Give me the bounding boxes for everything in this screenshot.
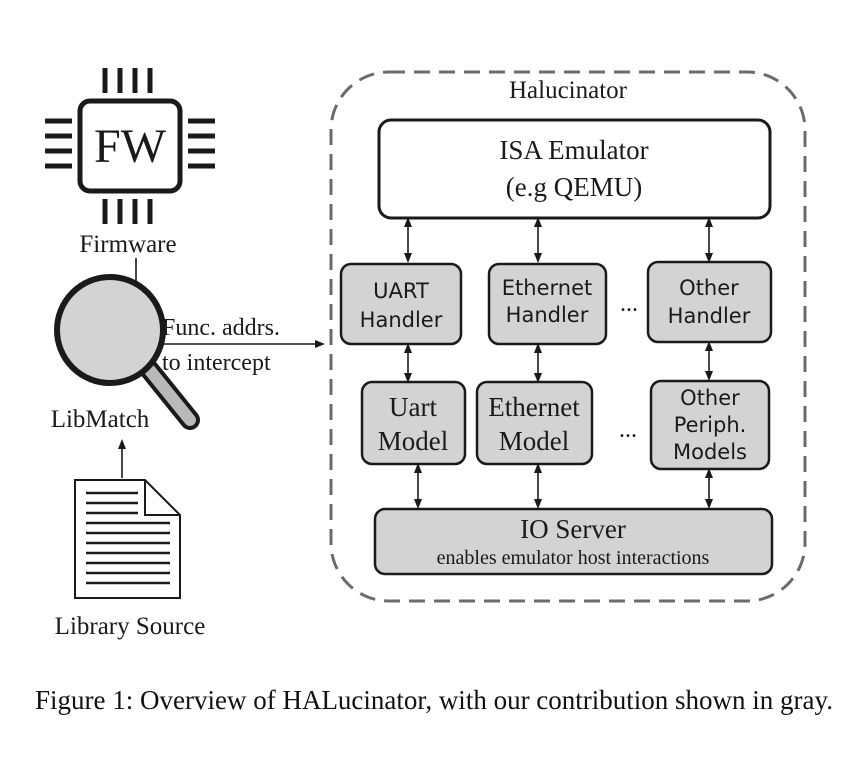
- other-handler-box: Other Handler: [646, 260, 773, 344]
- halucinator-title: Halucinator: [509, 77, 628, 104]
- ethernet-handler-line1: Ethernet: [502, 276, 592, 300]
- ethernet-handler-box: Ethernet Handler: [487, 262, 608, 346]
- firmware-chip-icon: FW: [45, 68, 215, 224]
- isa-emulator-title: ISA Emulator: [499, 135, 648, 165]
- other-model-line1: Other: [680, 386, 740, 410]
- libmatch-label: LibMatch: [51, 406, 150, 433]
- uart-handler-line2: Handler: [360, 308, 443, 332]
- arrow-label-line1: Func. addrs.: [162, 315, 280, 341]
- uart-model-line1: Uart: [389, 392, 437, 422]
- model-ellipsis: ...: [619, 417, 637, 443]
- other-model-line2: Periph.: [674, 413, 747, 437]
- other-model-line3: Models: [673, 440, 747, 464]
- arrow-label-line2: to intercept: [162, 350, 271, 376]
- io-server-subtitle: enables emulator host interactions: [437, 547, 710, 569]
- other-periph-models-box: Other Periph. Models: [649, 379, 771, 471]
- magnifying-glass-icon: [54, 274, 200, 430]
- other-handler-line2: Handler: [668, 304, 751, 328]
- halucinator-overview-diagram: FW Firmware LibMatch Library Source Func…: [45, 68, 807, 640]
- halucinator-boundary: [329, 70, 807, 603]
- uart-model-box: Uart Model: [360, 380, 467, 466]
- isa-emulator-subtitle: (e.g QEMU): [506, 172, 642, 202]
- figure-caption: Figure 1: Overview of HALucinator, with …: [35, 685, 834, 715]
- uart-handler-line1: UART: [373, 279, 429, 303]
- other-handler-line1: Other: [679, 276, 739, 300]
- firmware-label: Firmware: [79, 231, 176, 258]
- uart-model-line2: Model: [378, 426, 449, 456]
- io-server-title: IO Server: [520, 514, 626, 544]
- library-source-label: Library Source: [55, 613, 206, 640]
- chip-label: FW: [94, 120, 167, 173]
- uart-handler-box: UART Handler: [339, 262, 463, 346]
- handler-ellipsis: ...: [620, 291, 638, 317]
- ethernet-model-line2: Model: [499, 426, 570, 456]
- ethernet-model-box: Ethernet Model: [475, 380, 594, 466]
- ethernet-handler-line2: Handler: [506, 303, 589, 327]
- io-server-box: IO Server enables emulator host interact…: [373, 507, 774, 576]
- ethernet-model-line1: Ethernet: [488, 392, 580, 422]
- document-icon: [74, 479, 181, 599]
- isa-emulator-box: ISA Emulator (e.g QEMU): [377, 118, 772, 220]
